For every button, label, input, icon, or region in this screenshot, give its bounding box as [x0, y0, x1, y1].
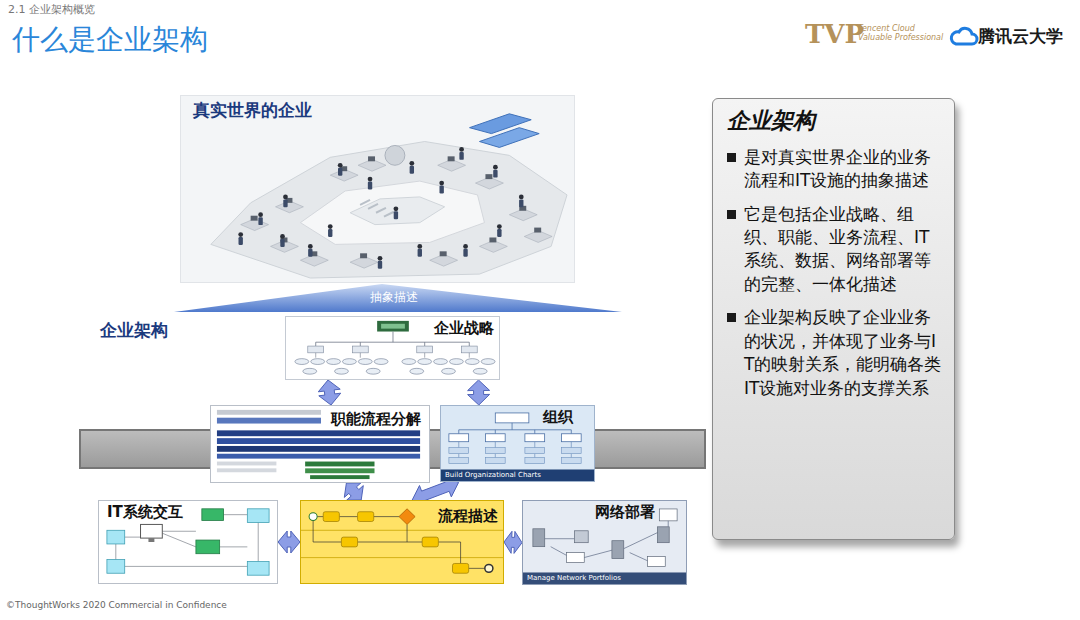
section-heading: 真实世界的企业 — [191, 100, 314, 120]
bullet-text: 企业架构反映了企业业务的状况，并体现了业务与IT的映射关系，能明确各类IT设施对… — [744, 306, 944, 400]
logo-subtext: Tencent Cloud Valuable Professional — [858, 25, 946, 43]
bullet-square — [727, 153, 736, 162]
logo-text: TVP — [805, 20, 864, 50]
org-box: 组织 Build Organizational Charts — [440, 405, 595, 482]
box-heading: 流程描述 — [436, 507, 500, 525]
box-heading: 网络部署 — [593, 503, 657, 521]
bullet-item: 它是包括企业战略、组织、职能、业务流程、IT系统、数据、网络部署等的完整、一体化… — [727, 203, 944, 297]
page-title: 什么是企业架构 — [12, 24, 208, 56]
arrow-label: 抽象描述 — [370, 291, 418, 305]
office-illustration — [181, 96, 574, 282]
function-box: 职能流程分解 — [210, 405, 430, 483]
section-number: 2.1 企业架构概览 — [8, 4, 95, 17]
block-arrow — [504, 531, 522, 553]
bullet-square — [727, 313, 736, 322]
footer-note: ©ThoughtWorks 2020 Commercial in Confide… — [6, 600, 227, 610]
bullet-text: 它是包括企业战略、组织、职能、业务流程、IT系统、数据、网络部署等的完整、一体化… — [744, 203, 944, 297]
box-heading: IT系统交互 — [105, 503, 185, 521]
process-box: 流程描述 — [300, 500, 504, 584]
abstraction-triangle — [174, 284, 622, 312]
real-world-panel: 真实世界的企业 — [180, 95, 575, 283]
definition-panel: 企业架构是对真实世界企业的业务流程和IT设施的抽象描述它是包括企业战略、组织、职… — [712, 98, 955, 540]
logo-text: 腾讯云大学 — [978, 27, 1063, 47]
block-arrow — [318, 380, 340, 405]
block-arrow — [468, 380, 490, 405]
cloud-logo — [951, 28, 977, 44]
bullet-text: 是对真实世界企业的业务流程和IT设施的抽象描述 — [744, 146, 944, 193]
strategy-box: 企业战略 — [285, 316, 500, 380]
block-arrow — [278, 531, 300, 553]
section-heading: 企业架构 — [100, 321, 168, 341]
box-heading: 组织 — [541, 408, 575, 426]
caption-strip: Build Organizational Charts — [445, 471, 541, 479]
it-system-box: IT系统交互 — [98, 500, 278, 584]
block-arrow — [344, 483, 363, 500]
caption-strip: Manage Network Portfolios — [527, 574, 621, 582]
network-box: 网络部署 Manage Network Portfolios — [522, 500, 687, 585]
panel-heading: 企业架构 — [727, 107, 944, 136]
box-heading: 职能流程分解 — [329, 410, 423, 428]
box-heading: 企业战略 — [432, 319, 496, 337]
bullet-item: 企业架构反映了企业业务的状况，并体现了业务与IT的映射关系，能明确各类IT设施对… — [727, 306, 944, 400]
bullet-item: 是对真实世界企业的业务流程和IT设施的抽象描述 — [727, 146, 944, 193]
bullet-square — [727, 210, 736, 219]
